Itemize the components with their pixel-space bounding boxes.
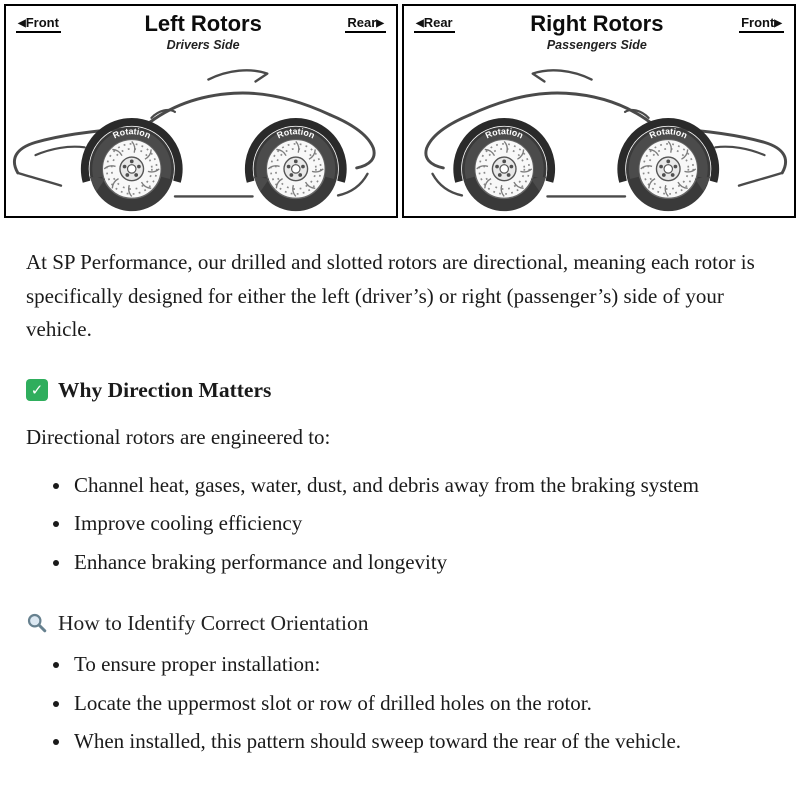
rotor-direction-diagram: ◀Front Left Rotors Drivers Side Rear▶	[4, 4, 796, 219]
right-rotors-panel: ◀Rear Right Rotors Passengers Side Front…	[402, 4, 796, 219]
rotation-label: Rotation	[648, 126, 689, 140]
article-body: At SP Performance, our drilled and slott…	[0, 226, 800, 799]
bullet-item: Enhance braking performance and longevit…	[72, 546, 774, 580]
arrow-left-icon: ◀	[18, 18, 26, 29]
svg-text:Rotation: Rotation	[484, 126, 525, 140]
section1-bullet-list: Channel heat, gases, water, dust, and de…	[26, 469, 774, 580]
left-rotors-panel: ◀Front Left Rotors Drivers Side Rear▶	[4, 4, 398, 219]
right-panel-header: ◀Rear Right Rotors Passengers Side Front…	[404, 6, 794, 53]
section-title: Why Direction Matters	[58, 377, 272, 402]
check-icon: ✓	[26, 379, 48, 402]
front-direction-label: ◀Front	[16, 15, 61, 33]
svg-text:Rotation: Rotation	[648, 126, 689, 140]
magnifier-icon	[27, 613, 47, 633]
front-direction-label: Front▶	[739, 15, 784, 33]
right-panel-title-block: Right Rotors Passengers Side	[530, 12, 663, 53]
rear-direction-label: Rear▶	[345, 15, 386, 33]
arrow-right-icon: ▶	[774, 18, 782, 29]
arrow-left-icon: ◀	[416, 18, 424, 29]
bullet-item: Improve cooling efficiency	[72, 507, 774, 541]
rotation-label: Rotation	[484, 126, 525, 140]
section-title: How to Identify Correct Orientation	[58, 610, 369, 635]
panel-title: Left Rotors	[144, 11, 262, 36]
arrow-right-icon: ▶	[376, 18, 384, 29]
rotation-label: Rotation	[111, 126, 152, 140]
bullet-item: Channel heat, gases, water, dust, and de…	[72, 469, 774, 503]
section-identify-orientation: How to Identify Correct Orientation	[26, 606, 774, 640]
rear-direction-label: ◀Rear	[414, 15, 455, 33]
panel-subtitle: Drivers Side	[166, 37, 240, 52]
svg-text:Rotation: Rotation	[111, 126, 152, 140]
bullet-item: When installed, this pattern should swee…	[72, 725, 774, 759]
svg-text:Rotation: Rotation	[275, 126, 316, 140]
section2-bullet-list: To ensure proper installation: Locate th…	[26, 648, 774, 759]
left-panel-title-block: Left Rotors Drivers Side	[144, 12, 261, 53]
left-panel-header: ◀Front Left Rotors Drivers Side Rear▶	[6, 6, 396, 53]
car-illustration-left: Rotation Rotation	[12, 68, 376, 216]
rotation-label: Rotation	[275, 126, 316, 140]
bullet-item: To ensure proper installation:	[72, 648, 774, 682]
bullet-item: Locate the uppermost slot or row of dril…	[72, 687, 774, 721]
car-illustration-right: Rotation Rotation	[424, 68, 788, 216]
panel-subtitle: Passengers Side	[546, 37, 647, 52]
section1-lead: Directional rotors are engineered to:	[26, 425, 331, 450]
intro-paragraph: At SP Performance, our drilled and slott…	[26, 250, 755, 342]
section-why-direction-matters: ✓ Why Direction Matters	[26, 373, 774, 407]
panel-title: Right Rotors	[530, 11, 664, 36]
